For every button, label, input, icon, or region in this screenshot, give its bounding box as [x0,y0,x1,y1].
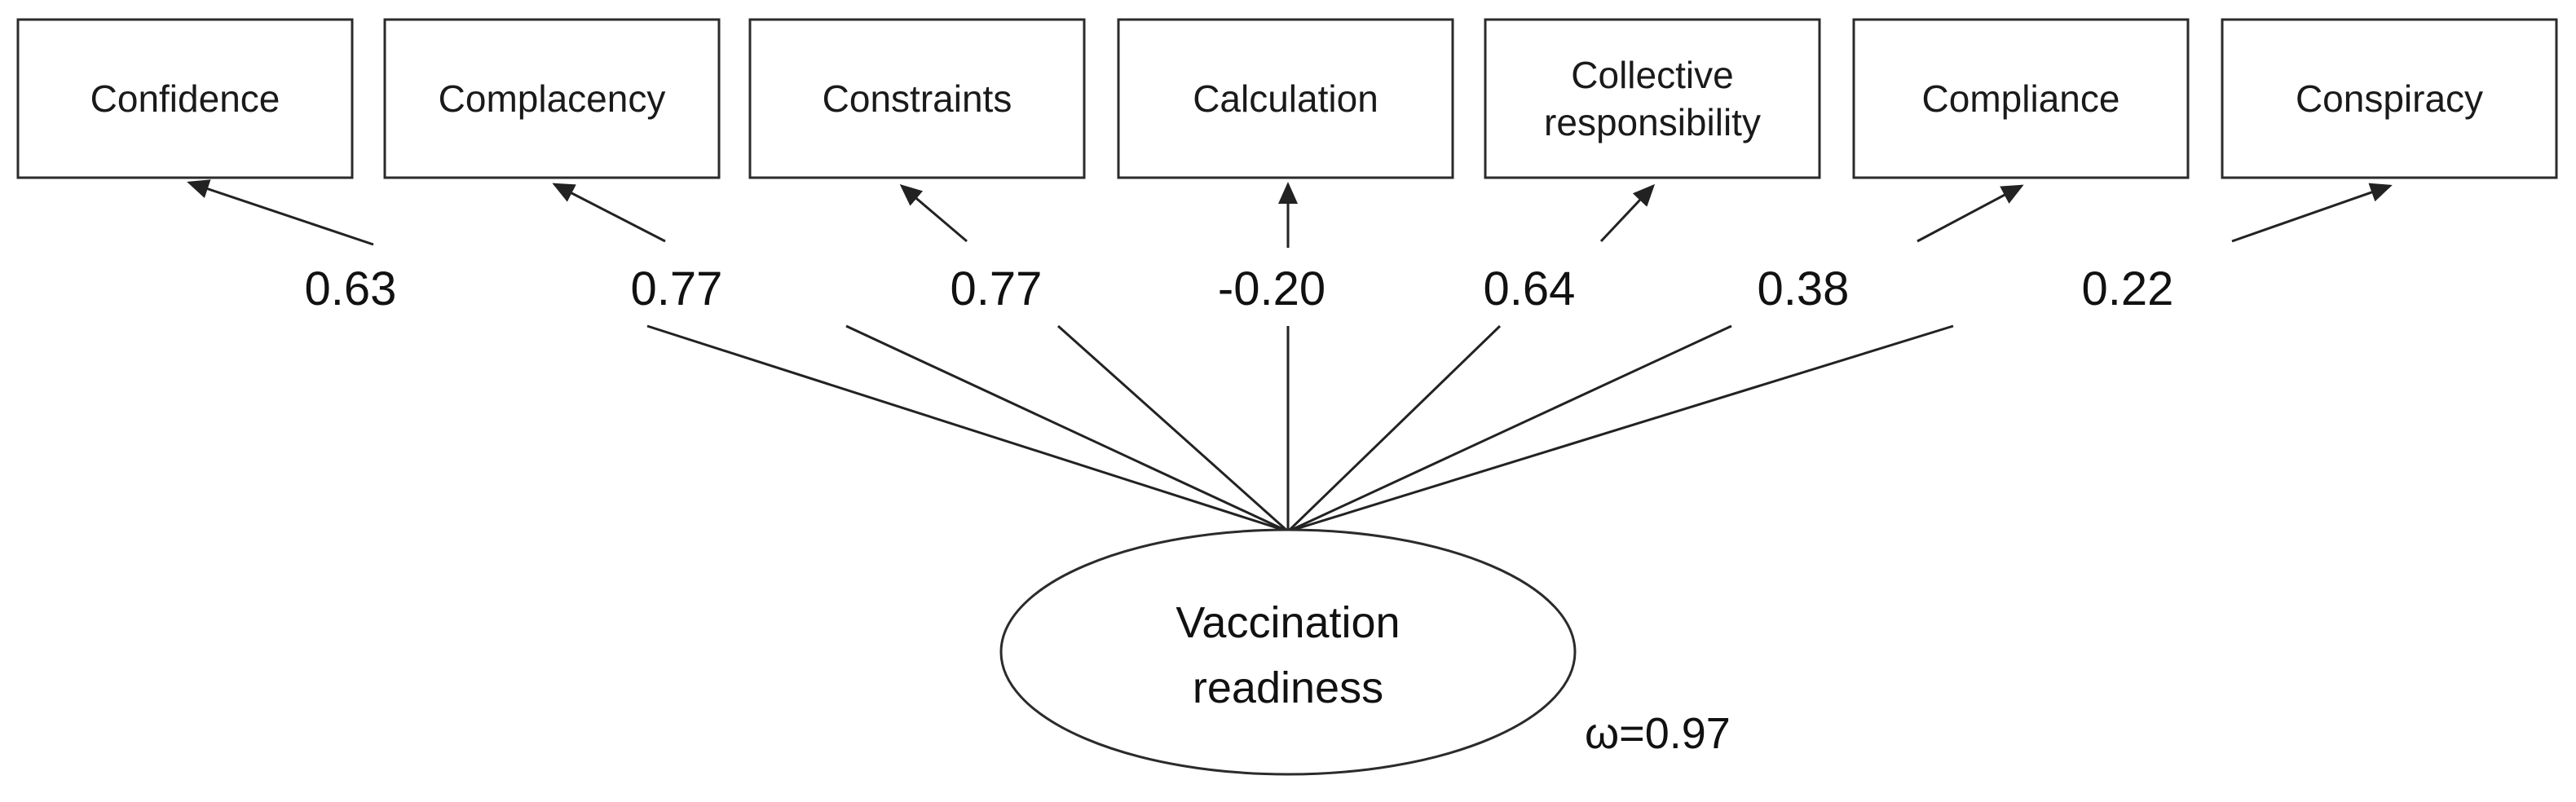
indicator-node: Confidence [16,18,354,179]
loading-value: 0.63 [305,262,397,315]
indicator-node: Constraints [748,18,1086,179]
indicator-label: Conspiracy [2296,77,2483,120]
indicator-label: Compliance [1922,77,2120,120]
loading-arrow [2231,183,2393,243]
omega-label: ω=0.97 [1585,709,1731,758]
loading-value: 0.38 [1758,262,1850,315]
factor-label-line-2: readiness [1193,663,1383,712]
loading-value: 0.77 [951,262,1043,315]
factor-label-line-1: Vaccination [1176,598,1400,647]
indicator-box [1852,18,2190,179]
loading-value: 0.22 [2082,262,2174,315]
loading-path-line [1286,324,1502,533]
indicator-label: Collective [1571,54,1733,96]
loading-path-line [1287,324,1732,533]
indicator-label: responsibility [1544,101,1761,143]
indicator-node: Complacency [383,18,721,179]
loading-path-line [845,324,1289,533]
indicator-boxes: Confidence Complacency Constraints Calculat… [16,18,2558,179]
loading-value: 0.77 [631,262,723,315]
loading-labels: 0.63 0.77 0.77 -0.20 0.64 0.38 0.22 [305,262,2174,315]
factor-ellipse [999,528,1577,776]
indicator-node: Conspiracy [2221,18,2558,179]
loading-paths [187,179,2393,533]
indicator-box [748,18,1086,179]
loading-arrow [187,179,374,246]
indicator-box [383,18,721,179]
indicator-node: Compliance [1852,18,2190,179]
loading-arrow [552,183,666,243]
indicator-box [2221,18,2558,179]
loading-arrow [1599,183,1656,243]
indicator-label: Constraints [823,77,1012,120]
loading-path-line [646,324,1289,533]
loading-value: 0.64 [1484,262,1576,315]
indicator-label: Confidence [90,77,280,120]
indicator-box [1117,18,1454,179]
loading-arrow [899,184,968,243]
indicator-box [1484,18,1821,179]
loading-arrow [1917,184,2024,243]
indicator-node: Calculation [1117,18,1454,179]
indicator-label: Complacency [439,77,666,120]
loading-value: -0.20 [1218,262,1325,315]
indicator-box [16,18,354,179]
indicator-label: Calculation [1193,77,1378,120]
latent-factor: Vaccination readiness [999,528,1577,776]
indicator-node: Collective responsibility [1484,18,1821,179]
loading-path-line [1287,324,1954,533]
loading-path-line [1057,324,1289,533]
